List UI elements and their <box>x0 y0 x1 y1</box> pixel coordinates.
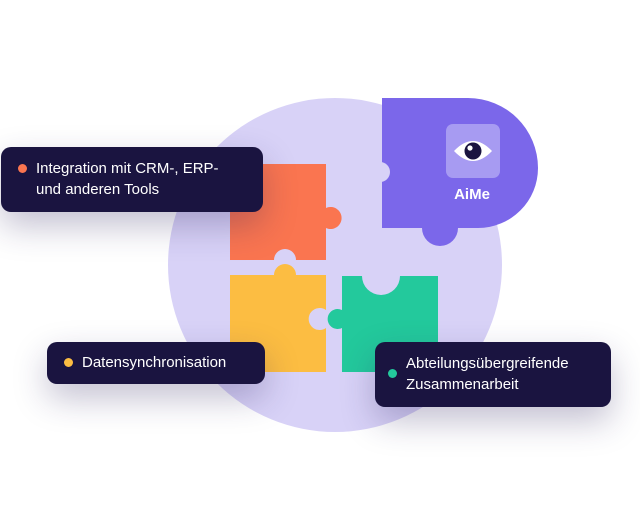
eye-icon <box>446 124 500 178</box>
aime-label: AiMe <box>454 186 490 203</box>
department-collaboration-text: Abteilungsübergreifende Zusammenarbeit <box>406 355 569 393</box>
integration-tag: Integration mit CRM-, ERP- und anderen T… <box>1 147 263 212</box>
yellow-dot <box>64 358 73 367</box>
orange-dot <box>18 164 27 173</box>
integration-text: Integration mit CRM-, ERP- und anderen T… <box>36 160 219 198</box>
data-sync-text: Datensynchronisation <box>82 354 227 371</box>
purple-piece-notch <box>370 162 390 182</box>
department-collaboration-tag: Abteilungsübergreifende Zusammenarbeit <box>375 342 611 407</box>
data-sync-tag: Datensynchronisation <box>47 342 265 384</box>
green-dot <box>388 369 397 378</box>
